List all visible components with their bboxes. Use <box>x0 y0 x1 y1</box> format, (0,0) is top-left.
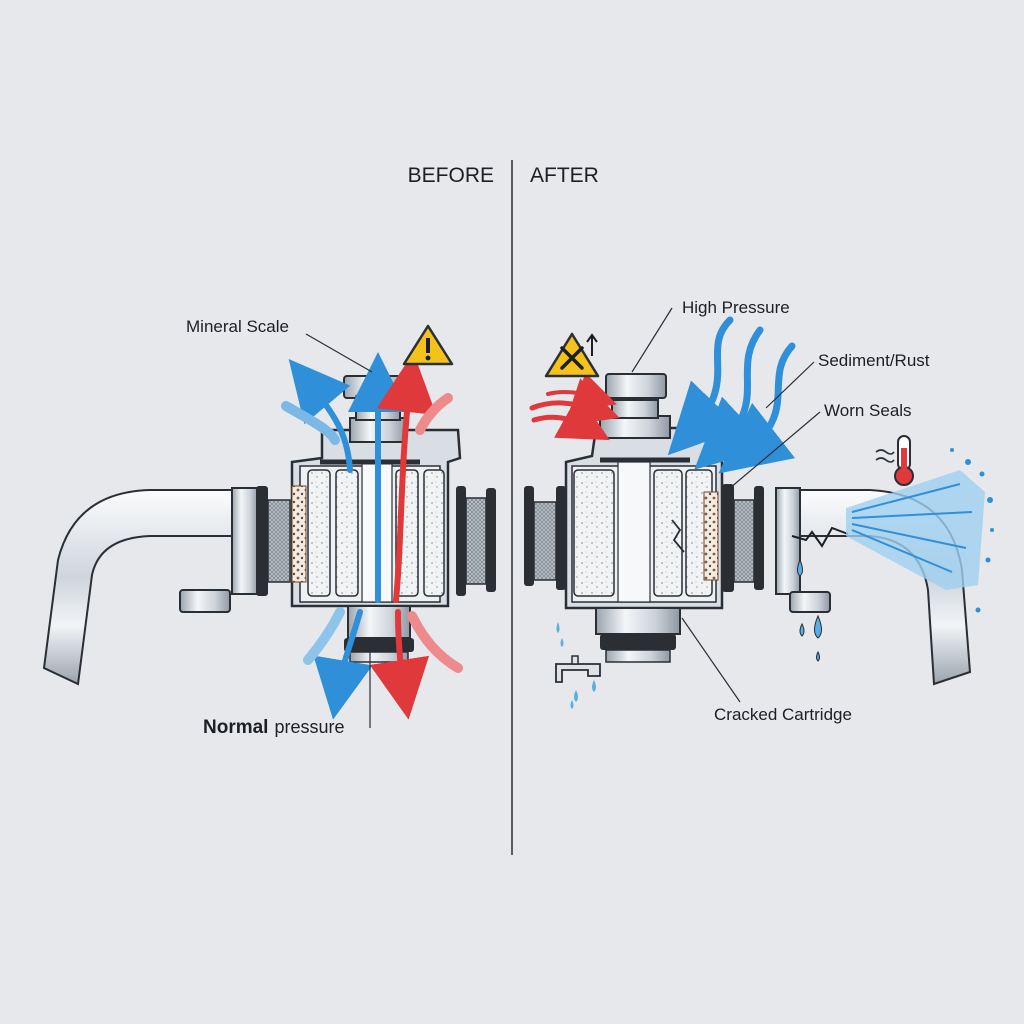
before-filter-1 <box>307 469 331 597</box>
label-high-pressure: High Pressure <box>682 298 790 317</box>
after-hot-flow <box>531 394 610 441</box>
leader-sediment-rust <box>765 361 815 409</box>
after-hex-nut <box>605 373 667 399</box>
leader-worn-seals <box>729 411 821 489</box>
after-left-mesh <box>533 501 557 581</box>
before-spout <box>42 489 236 686</box>
after-high-pressure-flow <box>718 342 796 474</box>
heading-after: AFTER <box>530 164 599 187</box>
label-sediment-rust: Sediment/Rust <box>818 351 930 370</box>
label-normal-pressure: Normal pressure <box>203 717 345 738</box>
label-normal-rest: pressure <box>274 717 344 737</box>
after-filter-2 <box>653 469 683 597</box>
before-left-seal <box>256 486 268 596</box>
before-cold-flow <box>303 607 345 665</box>
leader-mineral-scale <box>305 333 373 373</box>
after-high-pressure-flow <box>694 326 770 470</box>
before-hot-flow <box>407 611 463 673</box>
before-filter-2 <box>335 469 359 597</box>
dripping-faucet-icon <box>555 622 601 709</box>
before-spout-aerator <box>179 589 231 613</box>
before-hot-flow <box>376 352 437 603</box>
after-bottom-seal <box>600 634 676 650</box>
after-worn-seal <box>722 484 734 592</box>
after-spout-aerator <box>789 591 831 613</box>
before-cold-flow <box>281 401 340 445</box>
before-left-mesh <box>267 499 291 583</box>
after-hot-flow <box>546 372 617 411</box>
before-cold-flow <box>288 359 353 473</box>
after-hot-flow <box>529 378 620 426</box>
label-normal-strong: Normal <box>203 717 268 738</box>
before-flow-arrows <box>281 352 463 720</box>
before-hot-flow <box>415 393 453 435</box>
leak-spray <box>846 448 994 613</box>
warning-icon <box>402 324 454 366</box>
label-mineral-scale: Mineral Scale <box>186 317 289 336</box>
label-cracked-cartridge: Cracked Cartridge <box>714 705 852 724</box>
after-drips <box>797 558 822 662</box>
after-filter-1 <box>573 469 615 597</box>
before-filter-4 <box>423 469 445 597</box>
after-cartridge-crack <box>671 519 685 553</box>
leader-cracked-cartridge <box>681 617 741 703</box>
label-worn-seals: Worn Seals <box>824 401 912 420</box>
tools-warning-icon <box>544 332 600 378</box>
after-spout-crack <box>791 526 849 548</box>
heading-before: BEFORE <box>408 164 494 187</box>
before-mineral-deposit <box>291 485 307 583</box>
thermometer-icon <box>875 435 914 486</box>
leader-high-pressure <box>631 307 673 373</box>
before-cold-flow <box>313 609 373 720</box>
after-high-pressure-flow <box>667 316 742 456</box>
after-rust-deposit <box>703 491 719 581</box>
before-hot-flow <box>369 609 430 720</box>
